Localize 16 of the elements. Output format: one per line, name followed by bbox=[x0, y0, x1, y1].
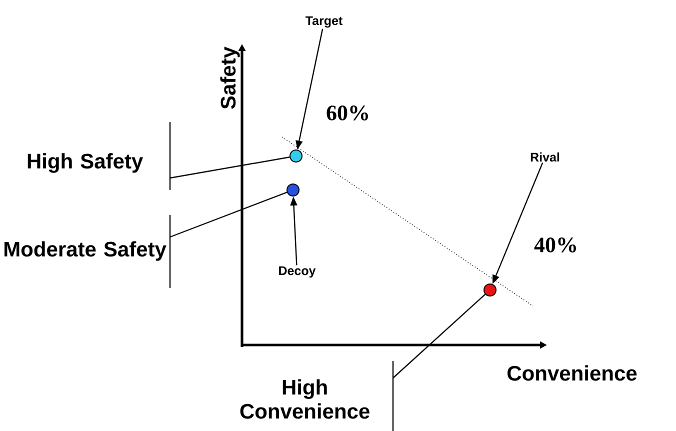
leader-line bbox=[170, 192, 288, 238]
axis-level-label: Moderate Safety bbox=[4, 241, 166, 261]
point-label: Target bbox=[306, 16, 342, 28]
leader-line bbox=[170, 156, 290, 179]
axis-label: Safety bbox=[220, 46, 240, 109]
data-point bbox=[290, 150, 302, 162]
leader-line bbox=[392, 294, 486, 378]
data-point bbox=[286, 184, 300, 196]
axis-label: Convenience bbox=[508, 365, 637, 381]
axis-level-label: High Safety bbox=[28, 153, 144, 173]
axis-level-label: High Convenience bbox=[240, 379, 370, 419]
percentage-label: 40% bbox=[534, 238, 576, 252]
point-label: Decoy bbox=[279, 266, 316, 278]
percentage-label: 60% bbox=[326, 106, 368, 120]
point-label: Rival bbox=[530, 152, 560, 162]
data-point bbox=[484, 284, 496, 296]
